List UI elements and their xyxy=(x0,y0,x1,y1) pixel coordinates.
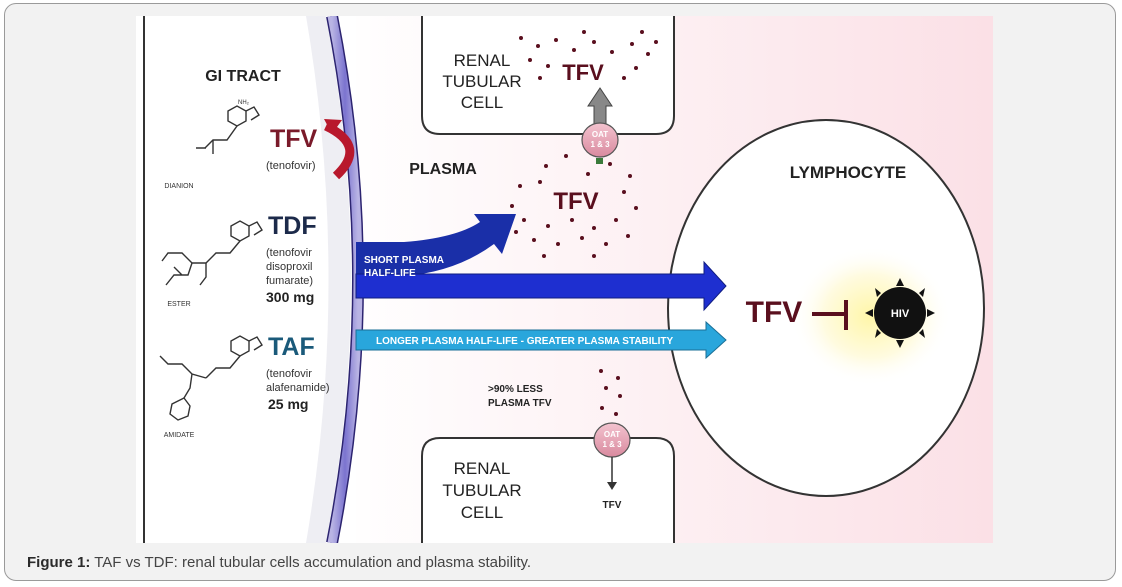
drug-desc-tdf-2: disoproxil xyxy=(266,261,312,273)
tdf-up-arrow xyxy=(356,214,516,276)
tfv-plasma-label: TFV xyxy=(553,188,598,215)
oat-bottom-line2: 1 & 3 xyxy=(602,440,622,449)
figure-image: RENAL TUBULAR CELL RENAL TUBULAR CELL LY… xyxy=(136,14,993,545)
caption-label: Figure 1: xyxy=(27,554,91,571)
figure-card: RENAL TUBULAR CELL RENAL TUBULAR CELL LY… xyxy=(4,3,1116,581)
renal-bottom-line1: RENAL xyxy=(454,459,511,478)
less-tfv-line1: >90% LESS xyxy=(488,384,543,395)
drug-dose-taf: 25 mg xyxy=(268,396,308,412)
membrane-shadow xyxy=(306,16,351,543)
oat-bottom-line1: OAT xyxy=(604,430,620,439)
caption-text: TAF vs TDF: renal tubular cells accumula… xyxy=(90,554,532,571)
tfv-small-label: TFV xyxy=(603,500,622,511)
oat-top-line2: 1 & 3 xyxy=(590,140,610,149)
renal-top-line3: CELL xyxy=(461,93,504,112)
drug-desc-tdf-3: fumarate) xyxy=(266,275,313,287)
tfv-dots-plasma xyxy=(510,154,638,258)
tfv-diagram: RENAL TUBULAR CELL RENAL TUBULAR CELL LY… xyxy=(136,14,993,545)
drug-desc-taf-2: alafenamide) xyxy=(266,382,330,394)
oat-transporter-top xyxy=(581,122,619,158)
gi-tract-label: GI TRACT xyxy=(205,68,281,85)
tdf-main-arrow xyxy=(355,260,727,312)
hiv-virus: HIV xyxy=(865,278,935,348)
arrow-long-label: LONGER PLASMA HALF-LIFE - GREATER PLASMA… xyxy=(376,336,674,347)
renal-cell-bottom xyxy=(421,437,675,543)
hiv-label: HIV xyxy=(891,308,910,320)
lymphocyte-label: LYMPHOCYTE xyxy=(790,163,907,182)
arrow-short-line1: SHORT PLASMA xyxy=(364,255,444,266)
renal-top-line2: TUBULAR xyxy=(442,72,521,91)
oat-top-connector xyxy=(596,158,603,164)
tfv-lymph-label: TFV xyxy=(746,296,803,329)
renal-top-line1: RENAL xyxy=(454,51,511,70)
renal-bottom-line3: CELL xyxy=(461,503,504,522)
tfv-struct-nh2: NH₂ xyxy=(238,100,250,106)
oat-top-line1: OAT xyxy=(592,130,608,139)
down-arrow-head xyxy=(607,482,617,490)
form-label-amidate: AMIDATE xyxy=(164,432,195,439)
tfv-dots-renal xyxy=(519,30,658,80)
tfv-structure xyxy=(196,105,260,154)
tfv-dots-low xyxy=(599,369,622,416)
drug-desc-tfv: (tenofovir) xyxy=(266,160,316,172)
form-label-dianion: DIANION xyxy=(164,183,193,190)
plasma-label: PLASMA xyxy=(409,161,477,178)
tfv-curved-arrowhead xyxy=(324,119,342,134)
drug-abbr-taf: TAF xyxy=(268,333,315,361)
drug-desc-tdf-1: (tenofovir xyxy=(266,247,312,259)
arrow-short-line2: HALF-LIFE xyxy=(364,268,416,279)
tdf-structure xyxy=(161,220,263,286)
taf-structure xyxy=(159,335,263,421)
form-label-ester: ESTER xyxy=(167,301,190,308)
drug-dose-tdf: 300 mg xyxy=(266,289,314,305)
drug-abbr-tdf: TDF xyxy=(268,212,317,240)
renal-bottom-line2: TUBULAR xyxy=(442,481,521,500)
drug-abbr-tfv: TFV xyxy=(270,125,318,153)
drug-desc-taf-1: (tenofovir xyxy=(266,368,312,380)
less-tfv-line2: PLASMA TFV xyxy=(488,398,552,409)
tfv-renal-label: TFV xyxy=(562,60,604,85)
taf-arrow xyxy=(355,320,727,360)
figure-caption: Figure 1: TAF vs TDF: renal tubular cell… xyxy=(27,554,531,571)
